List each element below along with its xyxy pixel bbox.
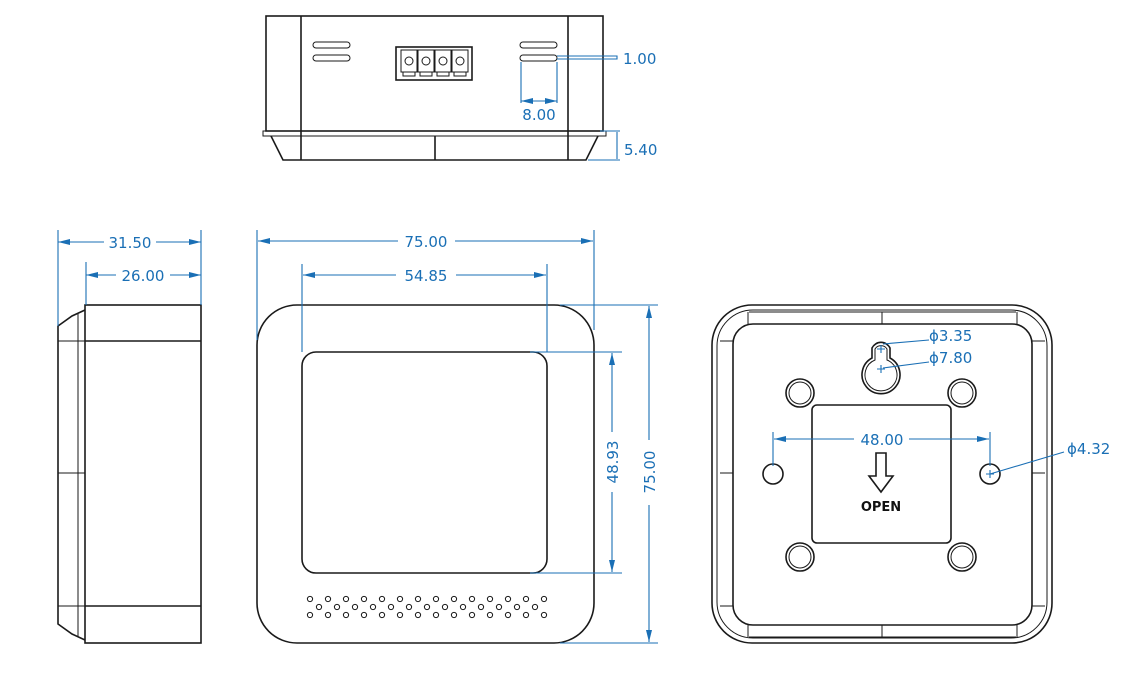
vent-hole bbox=[378, 595, 386, 603]
vent-hole bbox=[306, 611, 314, 619]
vent-hole bbox=[504, 595, 512, 603]
display-screen bbox=[301, 351, 548, 574]
vent-hole bbox=[351, 603, 359, 611]
vent-hole bbox=[396, 611, 404, 619]
screen-width-label: 54.85 bbox=[405, 267, 448, 285]
keyhole-large-diameter-label: ϕ7.80 bbox=[929, 349, 972, 367]
body-depth-label: 26.00 bbox=[122, 267, 165, 285]
total-depth-label: 31.50 bbox=[109, 234, 152, 252]
hole-diameter-label: ϕ4.32 bbox=[1067, 440, 1110, 458]
vent-hole bbox=[387, 603, 395, 611]
front-width-label: 75.00 bbox=[405, 233, 448, 251]
vent-hole bbox=[486, 595, 494, 603]
vent-hole bbox=[522, 595, 530, 603]
vent-hole bbox=[450, 611, 458, 619]
slot-length-label: 8.00 bbox=[522, 106, 555, 124]
vent-hole bbox=[495, 603, 503, 611]
vent-hole bbox=[396, 595, 404, 603]
vent-hole bbox=[468, 611, 476, 619]
vent-hole bbox=[342, 595, 350, 603]
side-view: 31.50 26.00 bbox=[57, 230, 202, 644]
vent-hole bbox=[369, 603, 377, 611]
keyhole-small-diameter-label: ϕ3.35 bbox=[929, 327, 972, 345]
vent-hole bbox=[531, 603, 539, 611]
hole-spacing-label: 48.00 bbox=[861, 431, 904, 449]
top-view: 1.00 8.00 5.40 bbox=[262, 15, 657, 161]
vent-hole bbox=[414, 595, 422, 603]
vent-hole bbox=[522, 611, 530, 619]
screen-height-label: 48.93 bbox=[604, 441, 622, 484]
vent-holes bbox=[306, 595, 548, 619]
vent-hole bbox=[405, 603, 413, 611]
vent-hole bbox=[315, 603, 323, 611]
ledge-height-label: 5.40 bbox=[624, 141, 657, 159]
vent-hole bbox=[468, 595, 476, 603]
vent-hole bbox=[540, 611, 548, 619]
vent-hole bbox=[504, 611, 512, 619]
vent-hole bbox=[441, 603, 449, 611]
battery-cover bbox=[811, 404, 952, 544]
open-label: OPEN bbox=[861, 500, 901, 515]
vent-hole bbox=[324, 595, 332, 603]
mount-hole-left bbox=[762, 463, 784, 485]
vent-hole bbox=[360, 595, 368, 603]
vent-hole bbox=[477, 603, 485, 611]
vent-hole bbox=[342, 611, 350, 619]
vent-hole bbox=[378, 611, 386, 619]
vent-hole bbox=[414, 611, 422, 619]
vent-slots bbox=[312, 41, 558, 62]
vent-hole bbox=[324, 611, 332, 619]
front-height-label: 75.00 bbox=[641, 451, 659, 494]
vent-hole bbox=[306, 595, 314, 603]
front-view: 75.00 54.85 48.93 75.00 bbox=[256, 230, 659, 644]
vent-hole bbox=[486, 611, 494, 619]
vent-hole bbox=[432, 611, 440, 619]
vent-hole bbox=[513, 603, 521, 611]
vent-hole bbox=[432, 595, 440, 603]
slot-thickness-label: 1.00 bbox=[623, 50, 656, 68]
arrow-down-icon bbox=[867, 452, 895, 494]
terminal-connector bbox=[395, 46, 473, 81]
vent-hole bbox=[360, 611, 368, 619]
vent-hole bbox=[423, 603, 431, 611]
back-view: OPEN ϕ3.35 ϕ7.80 48.00 ϕ4.32 bbox=[711, 304, 1110, 644]
vent-hole bbox=[450, 595, 458, 603]
vent-hole bbox=[333, 603, 341, 611]
keyhole bbox=[861, 341, 901, 395]
vent-hole bbox=[459, 603, 467, 611]
vent-hole bbox=[540, 595, 548, 603]
